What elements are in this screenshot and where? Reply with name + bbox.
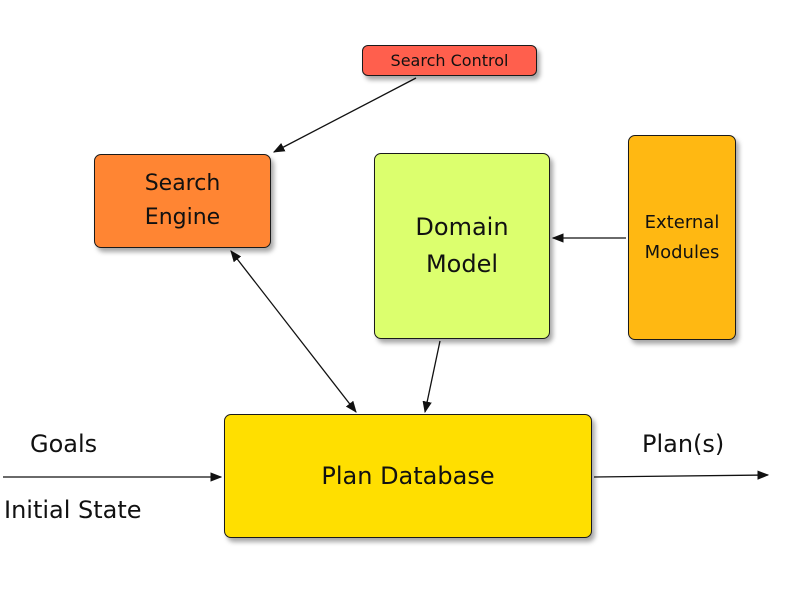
search-engine-label-line2: Engine: [144, 205, 221, 230]
external-modules-box: External Modules: [628, 135, 736, 340]
plan-database-label: Plan Database: [321, 462, 495, 490]
edge-domain-model-to-plan-database: [422, 340, 441, 414]
external-modules-label-line1: External: [644, 211, 720, 233]
domain-model-label-line2: Model: [425, 250, 499, 278]
edge-search-control-to-search-engine: [272, 77, 417, 153]
external-modules-label-line2: Modules: [644, 241, 720, 263]
search-engine-label-line1: Search: [144, 171, 221, 196]
search-control-label: Search Control: [390, 51, 509, 70]
goals-label: Goals: [30, 430, 98, 458]
domain-model-label-line1: Domain: [415, 213, 509, 241]
plan-database-box: Plan Database: [224, 414, 592, 538]
search-control-box: Search Control: [362, 45, 537, 76]
domain-model-box: Domain Model: [374, 153, 550, 339]
initial-state-label: Initial State: [4, 496, 142, 524]
search-engine-box: Search Engine: [94, 154, 271, 248]
edge-plan-database-to-outputs: [593, 470, 770, 480]
edge-search-engine-plan-database: [230, 250, 357, 413]
plans-output-label: Plan(s): [642, 430, 725, 458]
